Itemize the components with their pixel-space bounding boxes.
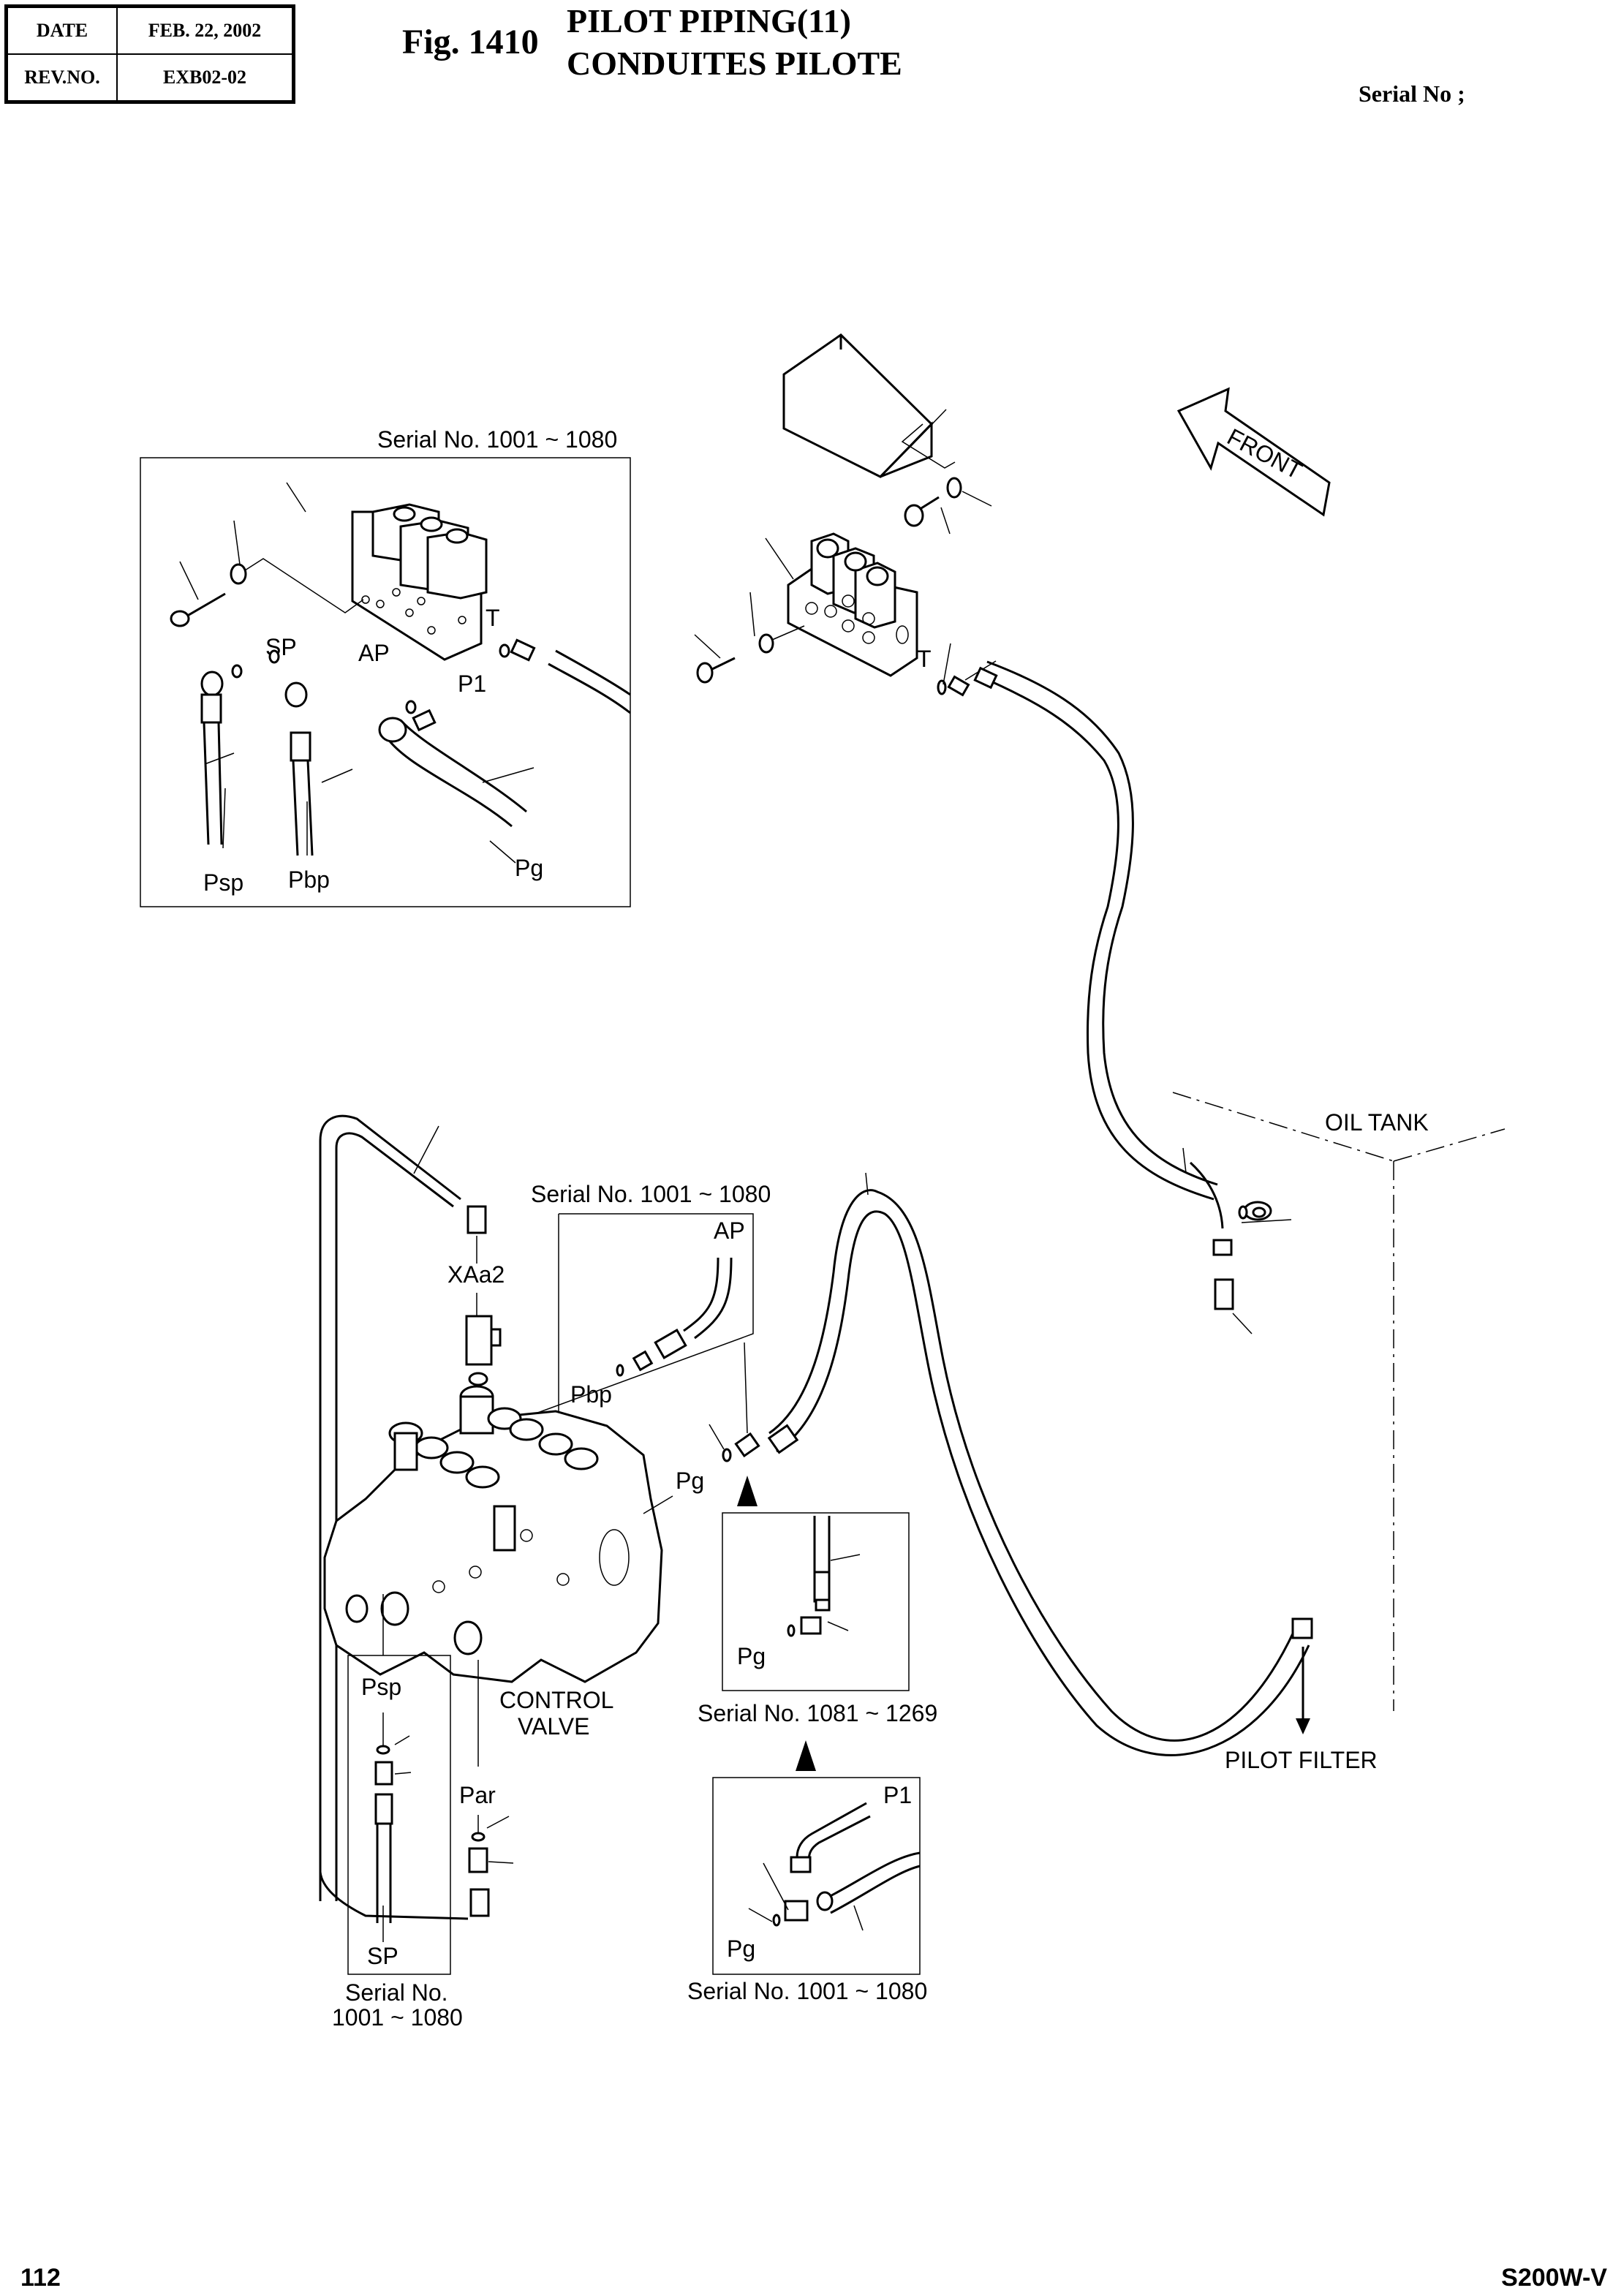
washer (230, 563, 247, 585)
elbow-fitting (200, 671, 224, 697)
o-ring (268, 649, 280, 664)
figure-title: PILOT PIPING(11) CONDUITES PILOTE (567, 0, 902, 85)
inset-caption-2: 1001 ~ 1080 (332, 2004, 463, 2031)
connector (510, 638, 536, 662)
model-number: S200W-V (1501, 2264, 1607, 2292)
inset-pg-p1-1001-1080: P1 Pg Serial No. 1001 ~ 1080 (687, 1777, 927, 2004)
bracket-bolt (904, 496, 940, 527)
connector (468, 1847, 488, 1873)
solenoid-valve-block-current (787, 532, 918, 677)
oil-tank-label: OIL TANK (1325, 1109, 1429, 1136)
connector (412, 709, 437, 732)
rev-label: REV.NO. (5, 53, 118, 103)
date-value: FEB. 22, 2002 (116, 5, 295, 55)
page-number: 112 (20, 2264, 61, 2292)
figure-number: Fig. 1410 (402, 23, 539, 61)
rev-value: EXB02-02 (116, 53, 295, 103)
hose-label-psp: Psp (203, 869, 243, 896)
hose-psp (200, 693, 223, 845)
hose-label-pbp: Pbp (288, 866, 330, 893)
serial-number-label: Serial No ; (1359, 80, 1465, 107)
hose-pbp (290, 731, 314, 856)
inset-ap-1001-1080: Serial No. 1001 ~ 1080 AP Pbp (531, 1181, 771, 1415)
port-label-p1: P1 (458, 671, 486, 697)
elbow-fitting (284, 681, 308, 708)
inset-caption: Serial No. 1001 ~ 1080 (377, 426, 617, 453)
washer (946, 477, 962, 499)
arrow-up-indicator (737, 1476, 758, 1506)
leader-line (244, 558, 364, 613)
xaa2-hose-end (319, 1871, 469, 1920)
connector (947, 675, 970, 697)
o-ring (499, 643, 510, 658)
inset-caption-1: Serial No. (345, 1979, 448, 2006)
arrow-up-indicator (796, 1740, 816, 1771)
inset-caption: Serial No. 1001 ~ 1080 (531, 1181, 771, 1207)
inset-solenoid-1001-1080: Serial No. 1001 ~ 1080 SP AP T (140, 426, 631, 907)
port-label-pg: Pg (737, 1643, 766, 1669)
port-label-pg: Pg (676, 1468, 704, 1494)
elbow-fitting (469, 1888, 490, 1917)
o-ring (722, 1448, 732, 1462)
control-valve (323, 1385, 663, 1683)
port-label-par: Par (459, 1782, 496, 1808)
tank-tee-fitting (1182, 1147, 1292, 1334)
port-label-pbp: Pbp (570, 1381, 612, 1408)
hose-label-pg: Pg (515, 855, 543, 881)
control-valve-label-2: VALVE (518, 1713, 589, 1740)
port-label-sp: SP (367, 1943, 398, 1969)
washer (758, 633, 774, 654)
solenoid-valve-block (351, 503, 488, 661)
port-label-t-current: T (917, 646, 932, 672)
o-ring (937, 679, 947, 695)
revision-table: DATE FEB. 22, 2002 REV.NO. EXB02-02 (4, 4, 295, 104)
front-direction-arrow: FRONT (1176, 387, 1331, 517)
title-french: CONDUITES PILOTE (567, 45, 902, 82)
o-ring (405, 700, 417, 714)
pilot-filter-hose (767, 1172, 1313, 1756)
port-label-xaa2: XAa2 (447, 1261, 505, 1288)
port-label-ap: AP (714, 1217, 745, 1244)
date-label: DATE (5, 5, 118, 55)
inset-caption: Serial No. 1081 ~ 1269 (698, 1700, 937, 1726)
control-valve-label-1: CONTROL (499, 1687, 613, 1713)
xaa2-hose (319, 1114, 487, 1901)
title-english: PILOT PIPING(11) (567, 2, 851, 39)
port-label-ap: AP (358, 640, 390, 666)
port-label-pg: Pg (727, 1936, 755, 1962)
oil-tank-outline (1172, 1092, 1506, 1711)
inset-frame (140, 457, 631, 907)
connector (734, 1432, 760, 1458)
port-label-t: T (486, 605, 500, 631)
return-hose (973, 660, 1218, 1201)
pilot-filter-label: PILOT FILTER (1225, 1747, 1378, 1773)
inset-sp-1001-1080: Psp SP Serial No. 1001 ~ 1080 (332, 1594, 463, 2031)
port-label-p1: P1 (883, 1782, 912, 1808)
o-ring (231, 664, 243, 679)
port-label-psp: Psp (361, 1674, 401, 1700)
mounting-bracket (782, 333, 956, 478)
xaa2-adapter (465, 1315, 502, 1386)
inset-caption: Serial No. 1001 ~ 1080 (687, 1978, 927, 2004)
o-ring (471, 1832, 486, 1842)
hose-t (548, 649, 631, 714)
hose-pg (378, 717, 527, 828)
valve-bolt (696, 657, 736, 684)
arrow-down-indicator (1296, 1718, 1310, 1734)
inset-pg-1081-1269: Pg Serial No. 1081 ~ 1269 (698, 1512, 937, 1726)
mounting-bolt (170, 592, 226, 627)
